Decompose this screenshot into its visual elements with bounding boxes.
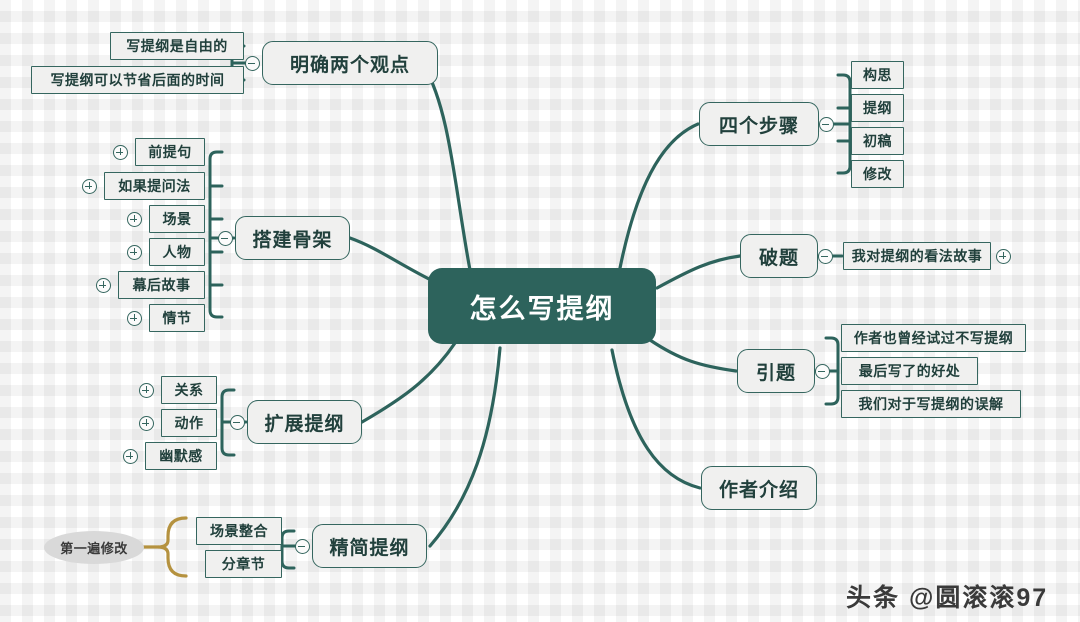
leaf-label: 我们对于写提纲的误解: [858, 396, 1004, 412]
branch-node-kuozhan[interactable]: 扩展提纲: [247, 400, 362, 444]
leaf-label: 修改: [863, 166, 892, 182]
branch-node-poti[interactable]: 破题: [740, 234, 818, 278]
leaf-label: 动作: [174, 415, 204, 431]
toggle-expand-leaf[interactable]: [82, 179, 97, 194]
leaf-node[interactable]: 初稿: [851, 127, 904, 155]
leaf-label: 作者也曾经试过不写提纲: [853, 330, 1014, 346]
branch-label: 引题: [755, 362, 796, 384]
leaf-node[interactable]: 写提纲是自由的: [110, 32, 244, 60]
toggle-expand-leaf[interactable]: [113, 145, 128, 160]
toggle-collapse-poti[interactable]: [818, 249, 833, 264]
watermark-text: 头条 @圆滚滚97: [846, 584, 1049, 612]
toggle-expand-leaf[interactable]: [996, 249, 1011, 264]
branch-label: 破题: [758, 247, 799, 269]
branch-node-zuozhejieshao[interactable]: 作者介绍: [701, 466, 817, 510]
leaf-node[interactable]: 场景: [149, 205, 205, 233]
branch-node-dajian[interactable]: 搭建骨架: [235, 216, 350, 260]
branch-label: 四个步骤: [718, 115, 799, 137]
leaf-node[interactable]: 分章节: [205, 550, 282, 578]
leaf-label: 关系: [174, 382, 204, 398]
leaf-node[interactable]: 如果提问法: [104, 172, 205, 200]
branch-label: 扩展提纲: [264, 413, 345, 435]
branch-node-yinti[interactable]: 引题: [737, 349, 815, 393]
toggle-expand-leaf[interactable]: [139, 383, 154, 398]
branch-label: 明确两个观点: [289, 54, 410, 76]
leaf-label: 如果提问法: [118, 178, 191, 194]
leaf-node[interactable]: 写提纲可以节省后面的时间: [31, 66, 244, 94]
toggle-expand-leaf[interactable]: [127, 212, 142, 227]
leaf-node[interactable]: 动作: [161, 409, 217, 437]
leaf-node[interactable]: 情节: [149, 304, 205, 332]
leaf-label: 场景: [162, 211, 192, 227]
toggle-collapse-mingque[interactable]: [245, 56, 260, 71]
leaf-node[interactable]: 最后写了的好处: [841, 357, 978, 385]
summary-label: 第一遍修改: [60, 541, 128, 556]
leaf-node[interactable]: 人物: [149, 238, 205, 266]
leaf-node[interactable]: 关系: [161, 376, 217, 404]
toggle-expand-leaf[interactable]: [127, 245, 142, 260]
leaf-label: 场景整合: [210, 523, 268, 539]
leaf-label: 提纲: [863, 100, 892, 116]
leaf-node[interactable]: 幕后故事: [118, 271, 205, 299]
leaf-label: 幽默感: [159, 448, 203, 464]
toggle-expand-leaf[interactable]: [127, 311, 142, 326]
leaf-node[interactable]: 修改: [851, 160, 904, 188]
leaf-node[interactable]: 我们对于写提纲的误解: [841, 390, 1021, 418]
leaf-label: 分章节: [221, 556, 266, 572]
leaf-label: 最后写了的好处: [858, 363, 961, 379]
leaf-node[interactable]: 作者也曾经试过不写提纲: [841, 324, 1026, 352]
leaf-label: 情节: [162, 310, 192, 326]
leaf-node[interactable]: 我对提纲的看法故事: [843, 242, 991, 270]
branch-node-sigebuzhou[interactable]: 四个步骤: [699, 102, 819, 146]
leaf-label: 写提纲是自由的: [126, 38, 228, 54]
leaf-label: 前提句: [148, 144, 192, 160]
toggle-collapse-yinti[interactable]: [815, 364, 830, 379]
root-label: 怎么写提纲: [469, 293, 615, 324]
leaf-node[interactable]: 提纲: [851, 94, 904, 122]
toggle-collapse-sigebuzhou[interactable]: [819, 117, 834, 132]
leaf-node[interactable]: 场景整合: [196, 517, 282, 545]
leaf-label: 构思: [863, 67, 892, 83]
root-node[interactable]: 怎么写提纲: [428, 268, 656, 344]
toggle-expand-leaf[interactable]: [123, 449, 138, 464]
leaf-node[interactable]: 构思: [851, 61, 904, 89]
toggle-collapse-dajian[interactable]: [218, 231, 233, 246]
summary-node-first-revision[interactable]: 第一遍修改: [44, 531, 144, 564]
toggle-expand-leaf[interactable]: [96, 278, 111, 293]
toggle-expand-leaf[interactable]: [139, 416, 154, 431]
leaf-label: 写提纲可以节省后面的时间: [50, 72, 225, 88]
branch-label: 精简提纲: [329, 537, 410, 559]
leaf-label: 幕后故事: [132, 277, 191, 293]
leaf-label: 人物: [162, 244, 192, 260]
branch-label: 搭建骨架: [252, 229, 333, 251]
branch-node-jingjian[interactable]: 精简提纲: [312, 524, 427, 568]
leaf-node[interactable]: 前提句: [135, 138, 205, 166]
watermark: 头条 @圆滚滚97: [846, 578, 1048, 614]
leaf-label: 初稿: [863, 133, 892, 149]
toggle-collapse-jingjian[interactable]: [295, 539, 310, 554]
toggle-collapse-kuozhan[interactable]: [230, 415, 245, 430]
leaf-node[interactable]: 幽默感: [145, 442, 217, 470]
branch-node-mingque[interactable]: 明确两个观点: [262, 41, 438, 85]
leaf-label: 我对提纲的看法故事: [851, 248, 983, 264]
branch-label: 作者介绍: [718, 479, 799, 501]
